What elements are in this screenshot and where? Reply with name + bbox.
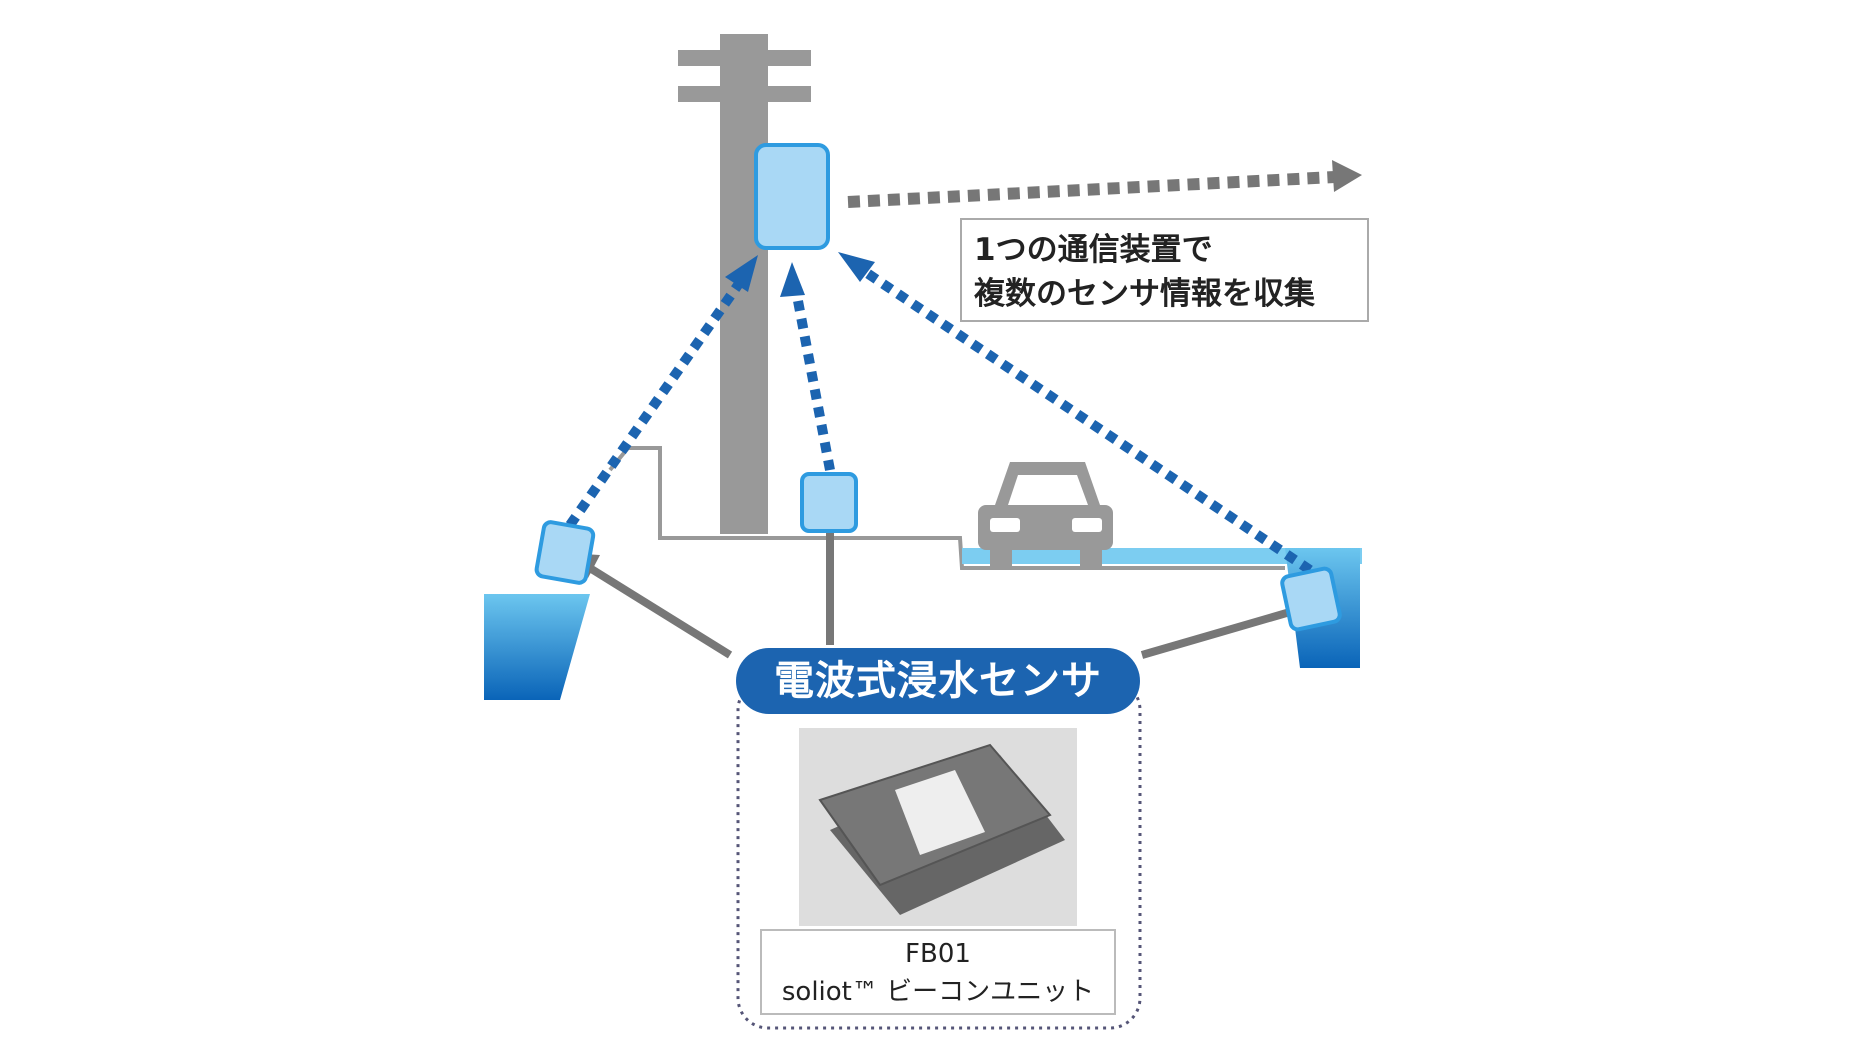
arrow-heads	[725, 252, 875, 297]
sensor-left	[534, 520, 596, 585]
left-water	[484, 594, 590, 700]
uplink-arrow-head	[1332, 160, 1362, 192]
product-caption: FB01 soliot™ ビーコンユニット	[760, 929, 1116, 1015]
product-name: soliot™ ビーコンユニット	[781, 977, 1095, 1007]
road-water	[962, 548, 1362, 564]
sensor-middle	[800, 472, 858, 533]
info-note: 1つの通信装置で 複数のセンサ情報を収集	[960, 218, 1369, 322]
pointer-arrows	[582, 530, 1292, 659]
note-line-2: 複数のセンサ情報を収集	[974, 276, 1315, 312]
uplink-arrow	[847, 171, 1336, 208]
sensor-right	[1280, 566, 1342, 632]
product-photo	[799, 728, 1077, 926]
note-line-1: 1つの通信装置で	[974, 232, 1213, 268]
communication-device	[754, 143, 830, 250]
signal-arrows	[565, 260, 1313, 575]
product-model: FB01	[905, 939, 971, 969]
sensor-label: 電波式浸水センサ	[736, 648, 1140, 714]
car-icon	[978, 462, 1113, 568]
